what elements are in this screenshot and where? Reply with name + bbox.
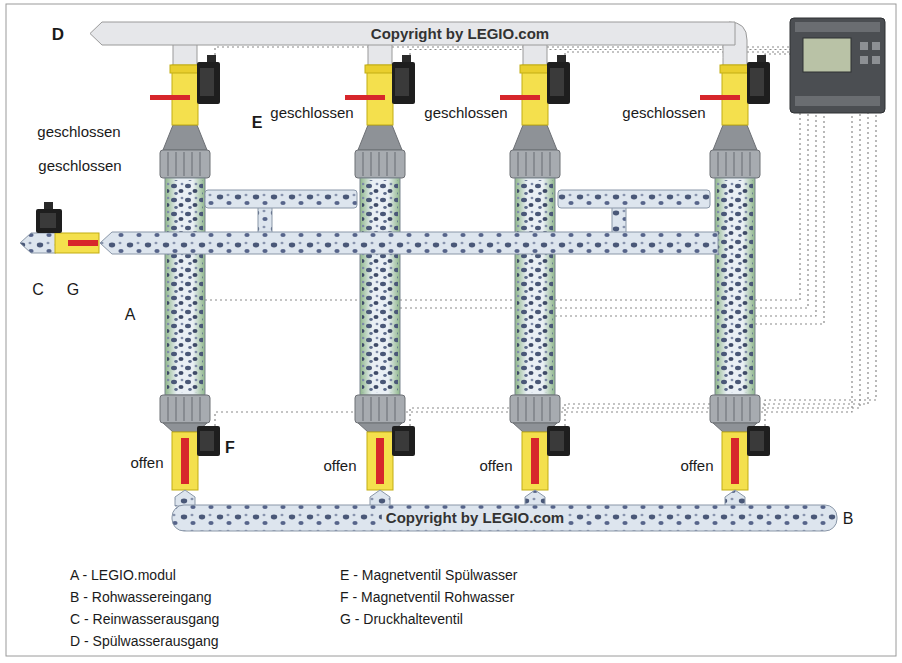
legend-entry: D - Spülwasserausgang — [70, 633, 219, 649]
controller-button — [872, 42, 880, 50]
label-anchor: Copyright by LEGIO.com — [371, 25, 549, 43]
valve-state: offen — [479, 457, 512, 474]
pipe-run — [100, 232, 718, 254]
valve-state: offen — [130, 454, 163, 471]
label-anchor: G - Druckhalteventil — [340, 610, 463, 628]
controller-button — [860, 56, 868, 64]
label-anchor: B - Rohwassereingang — [70, 588, 212, 606]
label-anchor: offen — [130, 454, 163, 472]
valve-state: offen — [680, 457, 713, 474]
pipe-stub — [525, 490, 545, 506]
control-wire — [215, 47, 790, 55]
label-anchor: F — [225, 439, 235, 457]
callout-letter: C — [32, 281, 44, 298]
flush-pipe — [90, 22, 747, 67]
pipe-stub — [175, 490, 195, 506]
legend-entry: C - Reinwasserausgang — [70, 611, 219, 627]
pressure-valve — [36, 202, 99, 253]
valve-state: geschlossen — [424, 104, 507, 121]
clean-water-pipe — [20, 190, 718, 254]
callout-letter: F — [225, 439, 235, 456]
label-anchor: C - Reinwasserausgang — [70, 610, 219, 628]
watermark: Copyright by LEGIO.com — [382, 509, 568, 526]
valve-state: geschlossen — [38, 157, 121, 174]
filter-column — [345, 55, 415, 490]
raw-water-pipe — [172, 490, 837, 531]
solenoid — [36, 209, 62, 233]
label-anchor: A - LEGIO.modul — [70, 566, 176, 584]
callout-letter: B — [843, 510, 854, 527]
callout-letter: E — [252, 114, 263, 131]
label-anchor: D - Spülwasserausgang — [70, 632, 219, 650]
controller-terminals — [795, 96, 880, 106]
label-anchor: offen — [680, 457, 713, 475]
legend-entry: E - Magnetventil Spülwasser — [340, 567, 517, 583]
label-anchor: geschlossen — [622, 104, 705, 122]
controller-display — [803, 38, 851, 72]
watermark: Copyright by LEGIO.com — [371, 25, 549, 42]
pipe-run — [172, 505, 837, 531]
valve-body — [55, 233, 99, 253]
label-anchor: E - Magnetventil Spülwasser — [340, 566, 517, 584]
pipe-stub — [370, 490, 390, 506]
label-anchor: geschlossen — [37, 123, 120, 141]
control-wire — [765, 112, 876, 426]
solenoid-plug — [44, 202, 53, 210]
controller-housing — [790, 18, 885, 113]
callout-letter: A — [125, 306, 136, 323]
pipe-drop — [258, 206, 272, 234]
control-wire — [555, 112, 816, 316]
label-anchor: offen — [323, 457, 356, 475]
valve-state: geschlossen — [270, 104, 353, 121]
legend-entry: F - Magnetventil Rohwasser — [340, 589, 514, 605]
filter-column — [500, 55, 570, 490]
legend-entry: A - LEGIO.modul — [70, 567, 176, 583]
label-anchor: Copyright by LEGIO.com — [382, 509, 568, 527]
valve-closed-bar — [68, 240, 98, 246]
label-anchor: geschlossen — [38, 157, 121, 175]
label-anchor: geschlossen — [270, 104, 353, 122]
control-wire — [565, 52, 790, 55]
legend-entry: G - Druckhalteventil — [340, 611, 463, 627]
image-frame — [6, 4, 896, 656]
label-anchor: D — [52, 25, 64, 45]
pipe-bridge — [205, 190, 357, 208]
legend-entry: B - Rohwassereingang — [70, 589, 212, 605]
pipe-run — [90, 22, 735, 45]
control-wire — [765, 54, 790, 55]
filter-column — [700, 55, 770, 490]
label-anchor: offen — [479, 457, 512, 475]
pipe-leg — [173, 43, 197, 67]
callout-letter: G — [67, 281, 79, 298]
control-wire — [755, 112, 824, 324]
pipe-leg — [368, 43, 392, 67]
valve-state: offen — [323, 457, 356, 474]
valve-state: geschlossen — [622, 104, 705, 121]
control-wire — [205, 112, 800, 300]
controller-button — [872, 56, 880, 64]
control-wire — [410, 112, 860, 426]
label-anchor: A — [125, 306, 136, 324]
filter-column — [150, 55, 220, 490]
controller-button — [860, 42, 868, 50]
pipe-bridge — [558, 190, 710, 208]
label-anchor: F - Magnetventil Rohwasser — [340, 588, 514, 606]
label-anchor: geschlossen — [424, 104, 507, 122]
outlet-arrow — [20, 233, 56, 253]
label-anchor: E — [252, 114, 263, 132]
solenoid-face — [40, 213, 56, 228]
pipe-drop — [612, 206, 626, 234]
controller-terminals — [795, 22, 880, 32]
label-anchor: B — [843, 510, 854, 528]
label-anchor: G — [67, 281, 79, 299]
valve-state: geschlossen — [37, 123, 120, 140]
callout-letter: D — [52, 25, 64, 44]
pipe-stub — [725, 490, 745, 506]
pipe-leg — [523, 43, 547, 67]
controller — [790, 18, 885, 113]
label-anchor: C — [32, 281, 44, 299]
